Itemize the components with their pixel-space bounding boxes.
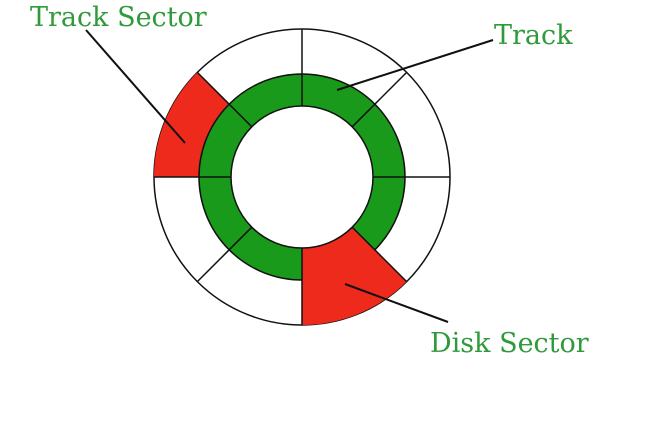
disk-sector-label: Disk Sector [430, 328, 589, 359]
track-divider-top-left [228, 103, 253, 128]
outer-divider-top-right [374, 71, 408, 105]
track-sector-dividers [199, 74, 405, 280]
track-sector-highlight [154, 72, 231, 177]
outer-divider-bottom-right [374, 249, 408, 283]
disk-sector-highlight [302, 224, 407, 325]
track-leader [336, 39, 494, 91]
outer-divider-top-left [196, 71, 230, 105]
disk-sector-leader [344, 283, 449, 323]
track-sector-label: Track Sector [30, 2, 207, 33]
leader-lines [85, 29, 494, 323]
track-divider-bottom-right [351, 226, 376, 251]
track-sector-leader [85, 29, 186, 144]
inner-hole [230, 105, 374, 249]
outer-sector-dividers [154, 29, 450, 325]
outer-divider-bottom-left [196, 249, 230, 283]
track-divider-top-right [351, 103, 376, 128]
track-label: Track [494, 20, 573, 51]
track-divider-bottom-left [228, 226, 253, 251]
